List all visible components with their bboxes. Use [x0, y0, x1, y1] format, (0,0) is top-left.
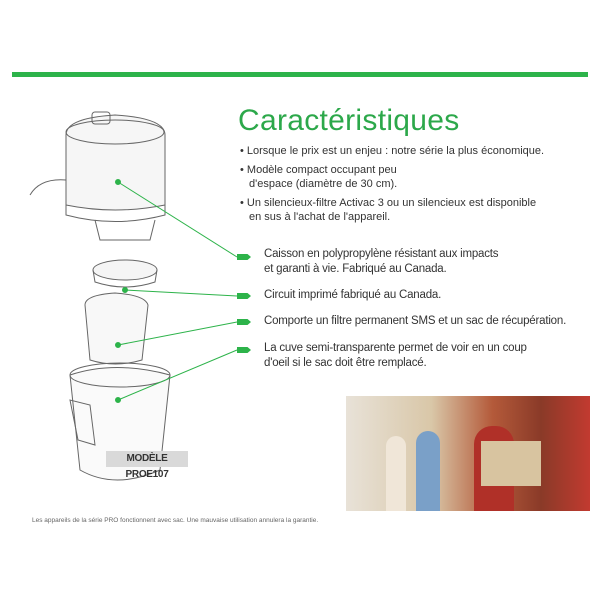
model-label: MODÈLE PROE107	[106, 451, 188, 480]
header-bar	[12, 72, 588, 77]
callout-arrow-icon	[237, 254, 251, 260]
callout-tank: La cuve semi-transparente permet de voir…	[264, 342, 527, 369]
page-title: Caractéristiques	[238, 104, 460, 137]
callout-circuit: Circuit imprimé fabriqué au Canada.	[264, 289, 442, 301]
callout-filter: Comporte un filtre permanent SMS et un s…	[264, 315, 567, 327]
feature-item: • Un silencieux-filtre Activac 3 ou un s…	[240, 197, 537, 223]
feature-item: • Lorsque le prix est un enjeu : notre s…	[240, 145, 545, 157]
footnote: Les appareils de la série PRO fonctionne…	[32, 517, 319, 524]
callout-housing: Caisson en polypropylène résistant aux i…	[264, 248, 499, 275]
callout-arrow-icon	[237, 319, 251, 325]
feature-list: • Lorsque le prix est un enjeu : notre s…	[240, 144, 560, 229]
callout-arrow-icon	[237, 293, 251, 299]
family-photo	[346, 396, 590, 511]
feature-item: • Modèle compact occupant peu d'espace (…	[240, 164, 398, 190]
callout-arrow-icon	[237, 347, 251, 353]
